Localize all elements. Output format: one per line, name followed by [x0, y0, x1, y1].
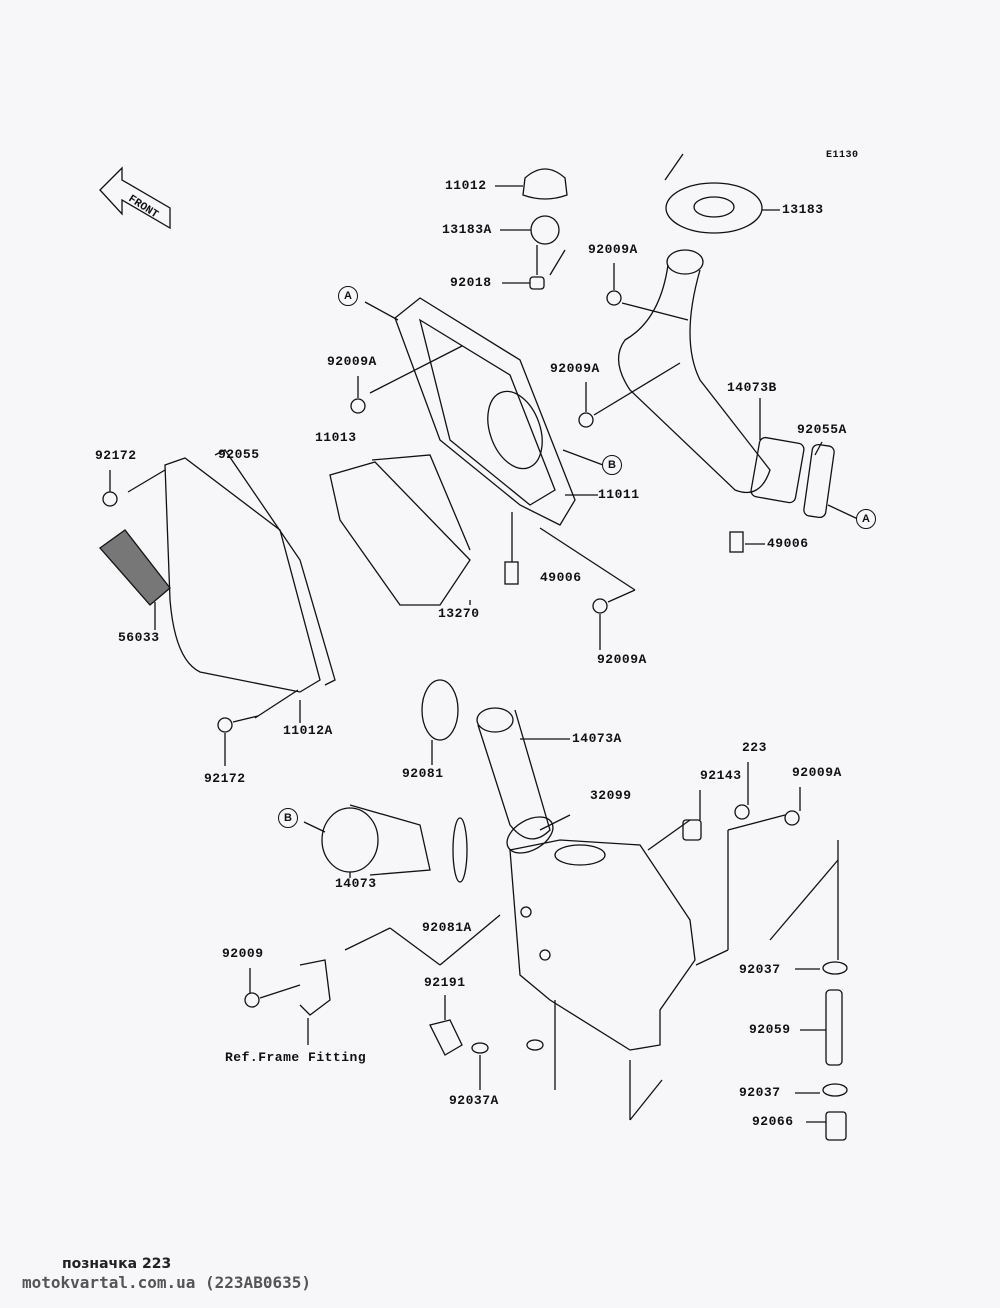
- drain-49006: [729, 531, 765, 553]
- case-11011: [364, 297, 604, 526]
- clamp-92037: [795, 1083, 848, 1097]
- bracket: [244, 959, 331, 1045]
- part-label: 92009A: [597, 652, 647, 667]
- part-label: 32099: [590, 788, 632, 803]
- part-label: 56033: [118, 630, 160, 645]
- part-label: 92018: [450, 275, 492, 290]
- ref-marker-a: A: [856, 509, 876, 529]
- clamp-92037: [795, 961, 848, 975]
- ref-frame-label: Ref.Frame Fitting: [225, 1050, 367, 1065]
- part-label: 92009A: [327, 354, 377, 369]
- bolt-92009A: [350, 376, 366, 414]
- part-label: 223: [742, 740, 767, 755]
- ref-marker-b: B: [278, 808, 298, 828]
- part-label: 11013: [315, 430, 357, 445]
- part-label: 49006: [540, 570, 582, 585]
- part-label: 14073B: [727, 380, 777, 395]
- part-label: 92059: [749, 1022, 791, 1037]
- part-label: 92172: [95, 448, 137, 463]
- diagram-code: E1130: [826, 150, 859, 161]
- part-label: 92037A: [449, 1093, 499, 1108]
- bolt-92009A: [606, 263, 689, 321]
- seal-92055A: [803, 441, 861, 521]
- cap-11012: [495, 168, 568, 200]
- cover-11012A: [127, 449, 336, 723]
- label-plate-56033: [99, 529, 171, 630]
- part-label: 92172: [204, 771, 246, 786]
- holder-14073A: [476, 707, 570, 854]
- clamp-92081A: [452, 817, 468, 883]
- part-label: 14073: [335, 876, 377, 891]
- part-label: 13183: [782, 202, 824, 217]
- drain-49006: [504, 512, 636, 591]
- footer-watermark: motokvartal.com.ua (223AB0635): [22, 1273, 311, 1292]
- holder-14073: [303, 804, 431, 878]
- part-label: 92055A: [797, 422, 847, 437]
- part-label: 92009A: [588, 242, 638, 257]
- part-label: 13270: [438, 606, 480, 621]
- part-label: 92009: [222, 946, 264, 961]
- bolt-92172: [217, 715, 259, 766]
- part-label: 13183A: [442, 222, 492, 237]
- plate-13183A: [500, 215, 566, 276]
- bolt-92009A: [784, 787, 801, 826]
- part-label: 92009A: [792, 765, 842, 780]
- ref-marker-a: A: [338, 286, 358, 306]
- part-label: 92191: [424, 975, 466, 990]
- bolt-223: [734, 762, 750, 820]
- part-label: 49006: [767, 536, 809, 551]
- part-label: 14073A: [572, 731, 622, 746]
- part-label: 92081: [402, 766, 444, 781]
- bolt-92009A: [578, 362, 681, 428]
- duct-14073B: [618, 249, 805, 504]
- filter-13270: [329, 454, 471, 606]
- part-label: 92081A: [422, 920, 472, 935]
- plate-13183: [664, 153, 780, 234]
- plug-92066: [806, 1111, 847, 1141]
- collar-92143: [682, 790, 702, 841]
- part-label: 92143: [700, 768, 742, 783]
- grommet-92018: [502, 276, 545, 290]
- hose-92059: [769, 840, 843, 1066]
- bolt-92009A: [592, 589, 636, 650]
- bolt-92172: [102, 470, 118, 507]
- part-label: 92037: [739, 1085, 781, 1100]
- part-label: 92009A: [550, 361, 600, 376]
- clamp-92037A: [471, 1000, 556, 1090]
- part-label: 11012A: [283, 723, 333, 738]
- part-label: 92037: [739, 962, 781, 977]
- tank-32099: [344, 814, 786, 1121]
- front-arrow-icon: FRONT: [99, 166, 171, 230]
- part-label: 11011: [598, 487, 640, 502]
- clamp-92081: [421, 679, 459, 765]
- part-label: 92066: [752, 1114, 794, 1129]
- part-label: 11012: [445, 178, 487, 193]
- footer-label: позначка 223: [62, 1256, 172, 1272]
- ref-marker-b: B: [602, 455, 622, 475]
- part-label: 92055: [218, 447, 260, 462]
- fitting-92191: [429, 995, 463, 1056]
